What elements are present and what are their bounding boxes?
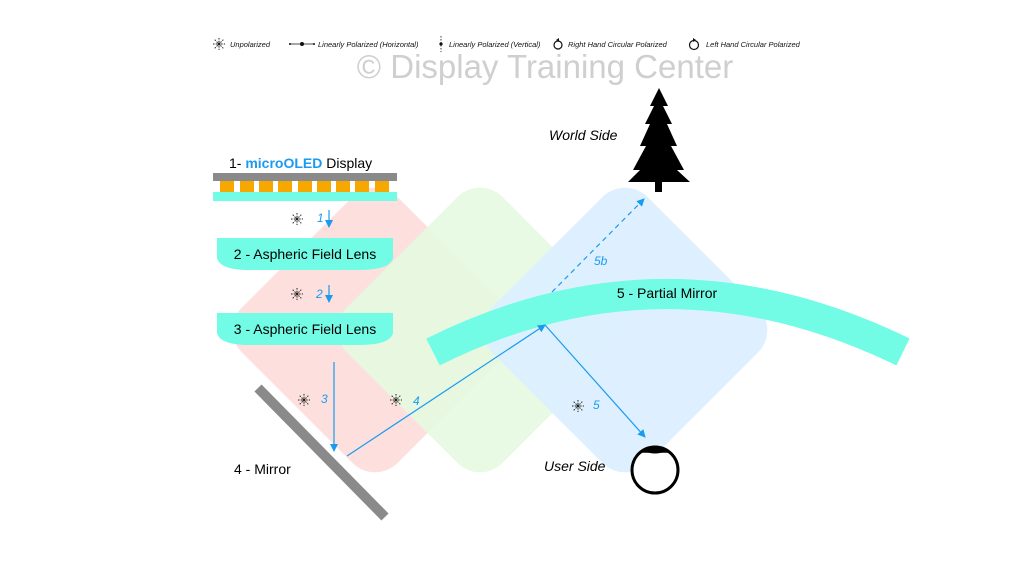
blue-region [482,187,768,473]
ray-4 [346,324,546,457]
legend-label: Left Hand Circular Polarized [706,40,801,49]
lens3-label: 3 - Aspheric Field Lens [234,321,376,337]
ray-label: 4 [413,394,420,408]
legend: Unpolarized Linearly Polarized (Horizont… [212,36,801,52]
linear-horizontal-icon [289,42,315,46]
display-label: 1- microOLED Display [229,155,372,171]
world-side-label: World Side [549,127,618,143]
aspheric-field-lens-3 [217,313,393,345]
mirror-label: 4 - Mirror [234,461,291,477]
unpolarized-icon [212,37,226,51]
ray-5 [544,324,646,438]
ray-label: 2 [315,287,323,301]
linear-vertical-icon [439,36,443,52]
legend-label: Linearly Polarized (Vertical) [449,40,541,49]
mirror [254,384,389,521]
legend-label: Unpolarized [230,40,271,49]
partial-mirror-label: 5 - Partial Mirror [617,285,718,301]
light-rays [325,198,646,457]
user-side-label: User Side [544,458,606,474]
aspheric-field-lens-2 [217,238,393,270]
legend-label: Right Hand Circular Polarized [568,40,668,49]
ray-5b [551,198,645,293]
legend-label: Linearly Polarized (Horizontal) [318,40,419,49]
partial-mirror [426,279,910,366]
watermark: © Display Training Center [357,48,733,85]
ray-label: 3 [321,392,328,406]
ray-label: 5b [594,254,608,268]
unpolarized-icon [290,212,304,226]
ray-label: 1 [317,211,324,225]
tree-icon [628,88,690,192]
ray-label: 5 [593,398,600,412]
lens2-label: 2 - Aspheric Field Lens [234,246,376,262]
right-circular-icon [553,38,563,50]
eye-icon [630,445,680,495]
left-circular-icon [688,38,700,51]
microoled-display [213,173,397,201]
